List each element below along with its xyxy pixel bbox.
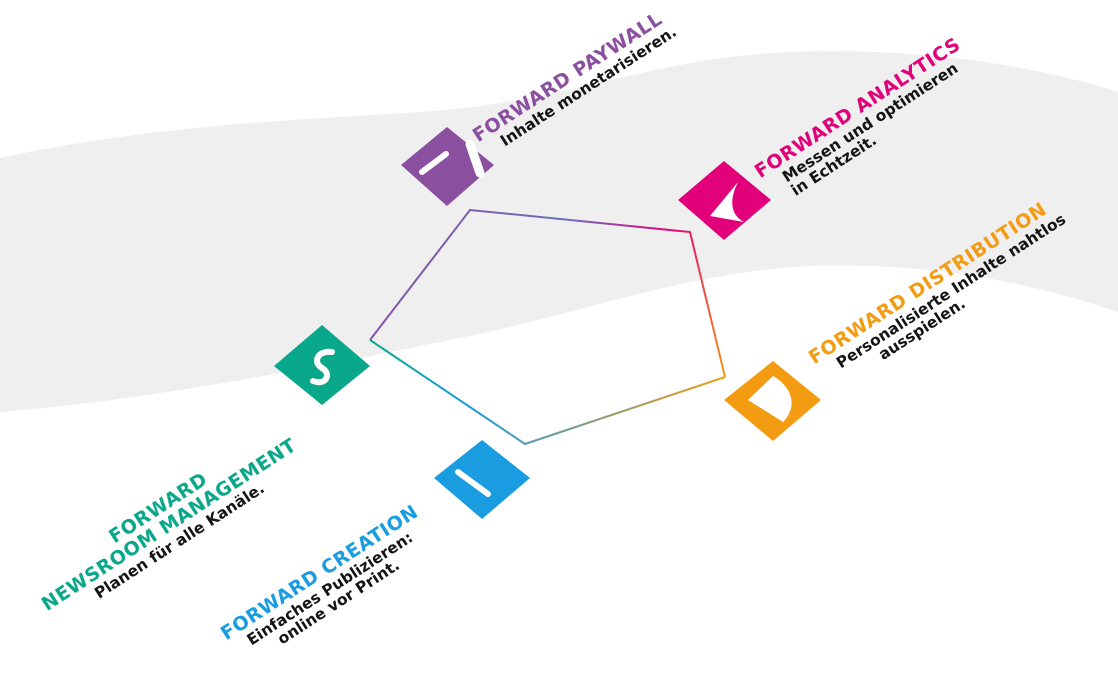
creation-icon xyxy=(434,440,530,519)
diagram-graphics xyxy=(0,51,1118,519)
diagram-stage: FORWARD PAYWALL Inhalte monetarisieren. … xyxy=(0,8,1118,649)
pentagon-outline xyxy=(369,208,726,446)
paywall-icon xyxy=(401,127,494,206)
background-band xyxy=(0,51,1118,413)
distribution-icon xyxy=(724,361,821,441)
analytics-icon xyxy=(678,161,771,240)
newsroom-icon xyxy=(274,325,370,405)
